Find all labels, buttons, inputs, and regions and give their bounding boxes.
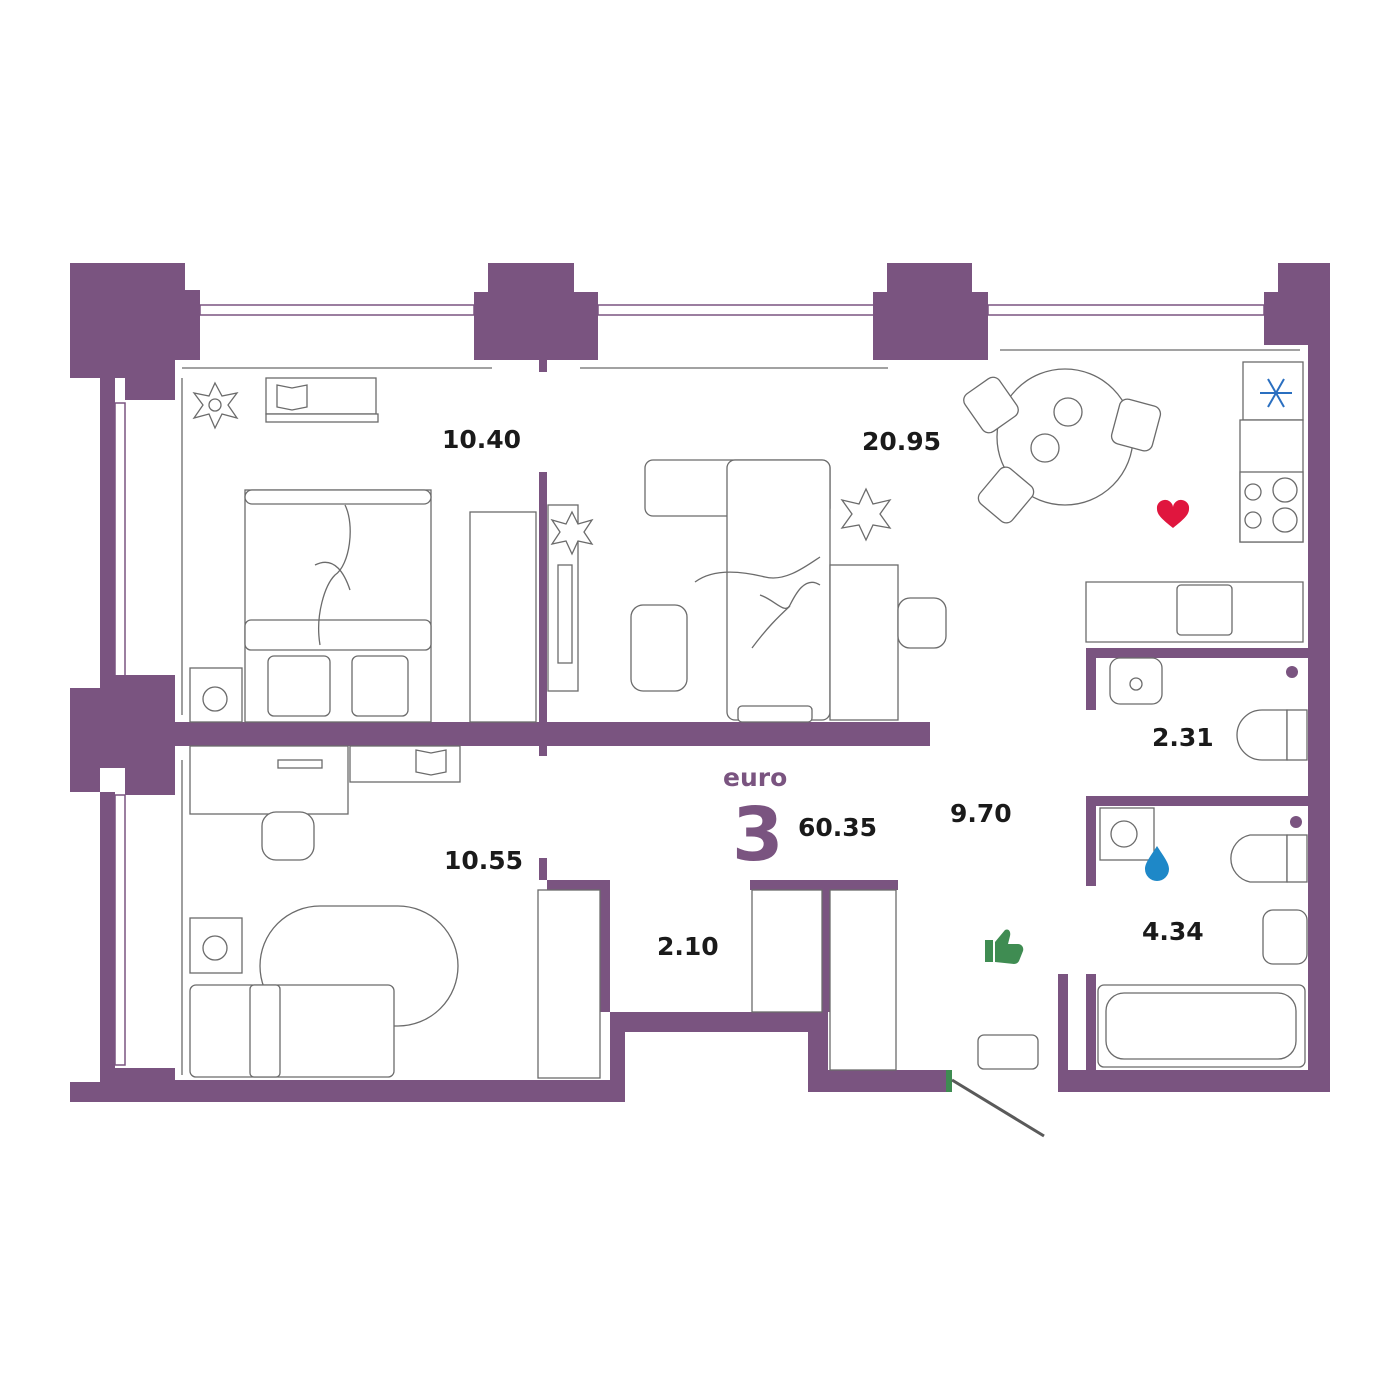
hallway-furniture (751, 889, 1039, 1071)
bed (189, 984, 395, 1078)
heart-icon (1156, 499, 1190, 528)
apartment-summary: euro 3 60.35 (723, 763, 877, 878)
wall-bottom-left (70, 1012, 808, 1102)
hook-icon (1290, 816, 1302, 828)
fridge (1242, 361, 1304, 421)
window-top-left (199, 304, 475, 316)
office-chair (261, 811, 315, 861)
sink (1262, 909, 1308, 965)
room-area-bathroom: 4.34 (1142, 917, 1204, 946)
plant-icon (840, 487, 892, 542)
bedroom-2-furniture (189, 745, 601, 1079)
water-drop-icon (1145, 846, 1169, 881)
apartment-total-area: 60.35 (798, 813, 877, 842)
wall-closet-left-stub (539, 858, 547, 880)
wall-bath-left-2 (1058, 974, 1068, 1092)
wall-partition-stub (539, 750, 547, 756)
wall-bottom-middle (808, 1012, 948, 1092)
apartment-type-label: euro (723, 763, 787, 792)
window-top-middle (597, 304, 875, 316)
wall-column-top-1 (474, 263, 598, 360)
wall-partition-vertical (539, 472, 547, 750)
coffee-table (630, 604, 688, 692)
wall-left-lower (100, 792, 115, 1082)
wall-closet-top (539, 880, 610, 1012)
curtains (181, 349, 1300, 1075)
snowflake-icon (1260, 378, 1292, 408)
entry-door[interactable] (946, 1070, 1045, 1138)
wardrobe (537, 889, 601, 1079)
office-chair (897, 597, 947, 649)
wall-bath-top (1086, 796, 1308, 886)
wardrobe (469, 511, 537, 723)
toilet-furniture (1109, 657, 1308, 761)
wardrobe (751, 889, 823, 1013)
plant-icon (192, 381, 239, 430)
dining-table (963, 368, 1162, 524)
bathroom-furniture (1097, 807, 1308, 1068)
entry-door-frame (946, 1070, 952, 1092)
room-area-bedroom-2: 10.55 (444, 846, 523, 875)
area-labels: 10.40 20.95 10.55 2.10 9.70 2.31 4.34 (442, 425, 1214, 961)
entry-door-leaf (951, 1078, 1045, 1138)
wall-wardrobe-divider (822, 880, 830, 1012)
window-left-upper (114, 402, 126, 679)
kitchen-sink (1176, 584, 1233, 636)
sofa (644, 459, 831, 723)
doormat (977, 1034, 1039, 1070)
window-top-right (987, 304, 1265, 316)
wardrobe (829, 889, 897, 1071)
room-area-closet: 2.10 (657, 932, 719, 961)
room-area-living-kitchen: 20.95 (862, 427, 941, 456)
room-area-bedroom-1: 10.40 (442, 425, 521, 454)
person-on-sofa (694, 556, 821, 649)
wall-column-left-middle (70, 675, 175, 795)
plant-icon (550, 510, 594, 556)
wall-partition-top (539, 360, 547, 372)
desk (189, 745, 349, 815)
living-kitchen-furniture (547, 361, 1304, 723)
toilet-bowl (1236, 709, 1288, 761)
room-area-hallway: 9.70 (950, 799, 1012, 828)
toilet-bowl (1230, 834, 1288, 883)
wall-bedroom-divider (175, 722, 539, 746)
hook-icon (1286, 666, 1298, 678)
apartment-rooms-count: 3 (732, 792, 784, 878)
walls (70, 263, 1330, 1102)
wall-column-top-left (70, 263, 200, 400)
wall-toilet-top (1086, 648, 1308, 710)
wall-column-top-2 (873, 263, 988, 360)
thumbs-up-icon (985, 929, 1024, 964)
wall-bath-left (1086, 974, 1096, 1070)
room-area-toilet: 2.31 (1152, 723, 1214, 752)
wall-left-upper (100, 378, 115, 688)
window-left-lower (114, 794, 126, 1066)
bedroom-1-furniture (189, 377, 537, 723)
wall-living-bottom (547, 722, 930, 746)
